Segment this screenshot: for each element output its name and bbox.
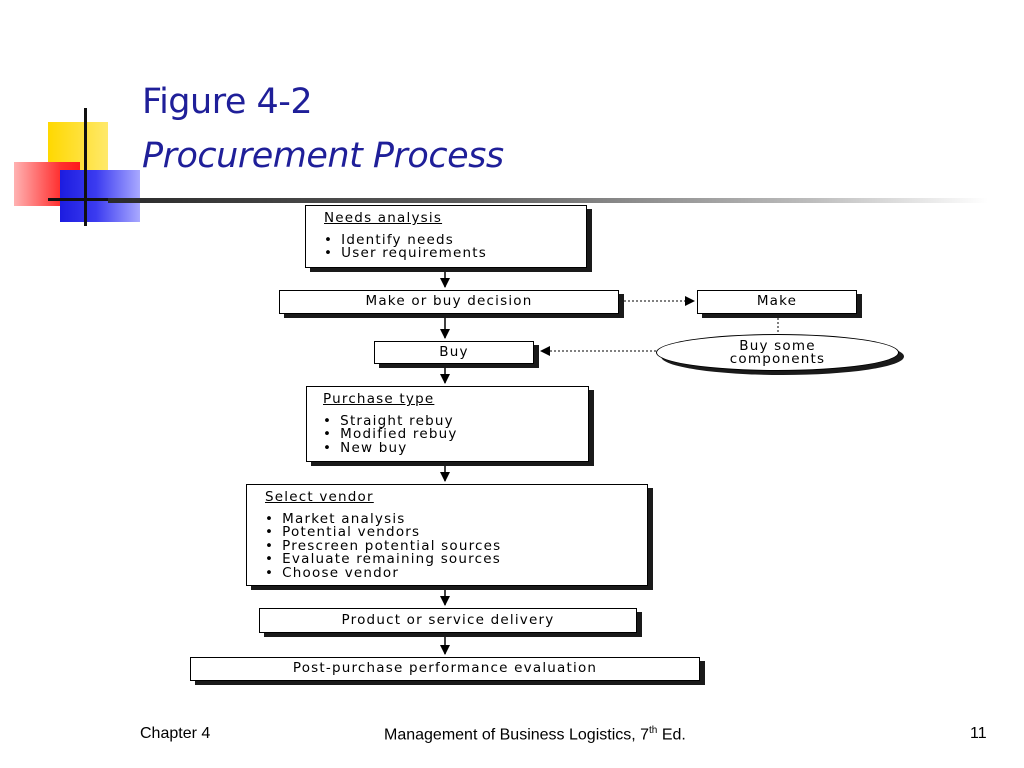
select-vendor-item: Choose vendor bbox=[265, 566, 647, 581]
purchase-type-item: Straight rebuy bbox=[323, 414, 588, 429]
make-or-buy-label: Make or buy decision bbox=[365, 293, 533, 310]
select-vendor-item: Prescreen potential sources bbox=[265, 539, 647, 554]
buy-some-components-line1: Buy some bbox=[739, 337, 816, 354]
needs-analysis-heading: Needs analysis bbox=[324, 210, 443, 226]
buy-label: Buy bbox=[439, 343, 469, 360]
purchase-type-box: Purchase type Straight rebuy Modified re… bbox=[306, 386, 589, 462]
purchase-type-item: Modified rebuy bbox=[323, 427, 588, 442]
slide-title-line1: Figure 4-2 bbox=[142, 82, 313, 122]
post-purchase-box: Post-purchase performance evaluation bbox=[190, 657, 700, 681]
footer-book-prefix: Management of Business Logistics, 7 bbox=[384, 726, 650, 744]
post-purchase-label: Post-purchase performance evaluation bbox=[292, 660, 598, 677]
decorative-horizontal-line bbox=[48, 198, 148, 201]
needs-analysis-item: Identify needs bbox=[324, 233, 586, 248]
buy-some-components-oval: Buy some components bbox=[656, 334, 899, 371]
select-vendor-heading: Select vendor bbox=[265, 489, 374, 505]
buy-some-components-line2: components bbox=[729, 350, 826, 367]
select-vendor-item: Potential vendors bbox=[265, 525, 647, 540]
needs-analysis-item: User requirements bbox=[324, 246, 586, 261]
purchase-type-item: New buy bbox=[323, 441, 588, 456]
product-delivery-label: Product or service delivery bbox=[341, 611, 555, 628]
make-box: Make bbox=[697, 290, 857, 314]
footer-book-title: Management of Business Logistics, 7th Ed… bbox=[384, 725, 686, 744]
select-vendor-item: Evaluate remaining sources bbox=[265, 552, 647, 567]
make-label: Make bbox=[756, 293, 798, 310]
footer-book-suffix: Ed. bbox=[657, 726, 686, 744]
purchase-type-heading: Purchase type bbox=[323, 391, 435, 407]
footer-book-sup: th bbox=[649, 725, 658, 736]
footer-page-number: 11 bbox=[970, 725, 987, 742]
decorative-blue-square bbox=[60, 170, 140, 222]
buy-box: Buy bbox=[374, 341, 534, 364]
slide-title-line2: Procurement Process bbox=[142, 136, 504, 176]
footer-chapter: Chapter 4 bbox=[140, 725, 211, 742]
select-vendor-item: Market analysis bbox=[265, 512, 647, 527]
make-or-buy-box: Make or buy decision bbox=[279, 290, 619, 314]
product-delivery-box: Product or service delivery bbox=[259, 608, 637, 633]
select-vendor-box: Select vendor Market analysis Potential … bbox=[246, 484, 648, 586]
decorative-vertical-line bbox=[84, 108, 87, 226]
needs-analysis-box: Needs analysis Identify needs User requi… bbox=[305, 205, 587, 268]
title-underline-rule bbox=[108, 198, 988, 203]
